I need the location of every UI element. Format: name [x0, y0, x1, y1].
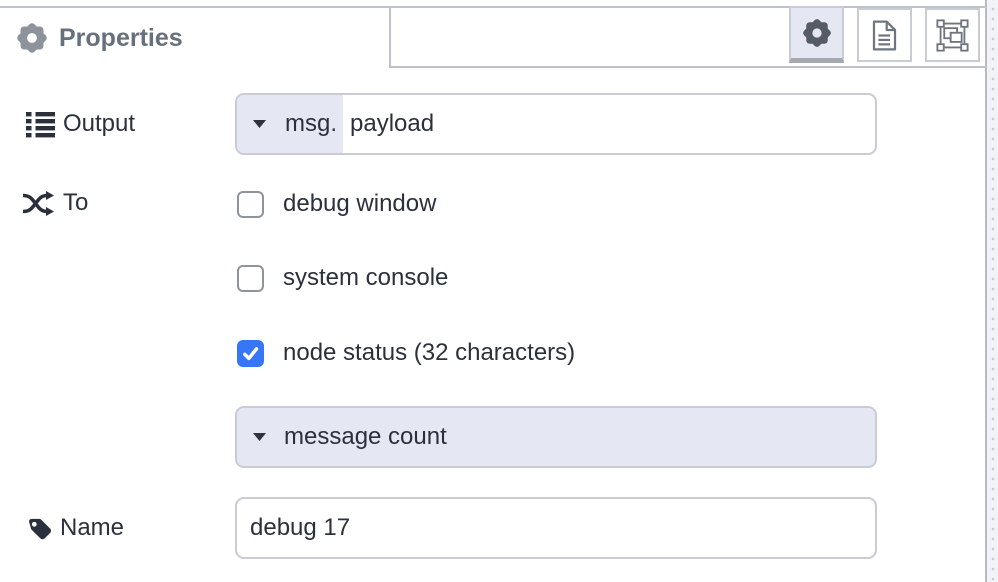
- properties-toolbar-button[interactable]: [789, 6, 844, 63]
- node-status-checkbox-label[interactable]: node status (32 characters): [283, 339, 576, 366]
- debug-window-checkbox-label[interactable]: debug window: [283, 190, 437, 217]
- tab-properties[interactable]: Properties: [0, 6, 391, 68]
- status-source-dropdown[interactable]: message count: [235, 406, 877, 468]
- system-console-checkbox[interactable]: [237, 264, 264, 292]
- to-label: To: [63, 189, 89, 216]
- appearance-toolbar-button[interactable]: [925, 8, 980, 62]
- gear-icon: [802, 19, 831, 47]
- typed-input-type-button[interactable]: msg.: [237, 95, 343, 153]
- workspace-grid-strip: [987, 0, 998, 582]
- document-icon: [872, 20, 897, 50]
- check-icon: [243, 346, 259, 360]
- system-console-checkbox-label[interactable]: system console: [283, 264, 449, 291]
- tag-icon: [29, 518, 51, 539]
- node-status-checkbox-row[interactable]: node status (32 characters): [237, 339, 575, 367]
- name-field[interactable]: [235, 497, 877, 559]
- tabbar-bottom-border: [391, 66, 987, 68]
- appearance-icon: [936, 18, 969, 52]
- output-property-field[interactable]: [343, 95, 875, 153]
- debug-window-checkbox-row[interactable]: debug window: [237, 190, 436, 218]
- description-toolbar-button[interactable]: [857, 8, 912, 62]
- tabbar-top-border: [0, 6, 987, 8]
- shuffle-icon: [22, 190, 54, 216]
- chevron-down-icon: [253, 433, 266, 441]
- to-row-label: To: [22, 186, 88, 220]
- name-row-label: Name: [25, 511, 124, 545]
- gear-icon: [17, 23, 47, 53]
- typed-input-prefix: msg.: [285, 110, 338, 137]
- node-status-checkbox[interactable]: [237, 339, 264, 367]
- output-label: Output: [63, 110, 136, 137]
- status-source-value: message count: [284, 423, 447, 450]
- debug-window-checkbox[interactable]: [237, 190, 264, 218]
- output-typed-input: msg.: [235, 93, 877, 155]
- chevron-down-icon: [253, 120, 266, 128]
- tab-properties-label: Properties: [59, 23, 183, 52]
- system-console-checkbox-row[interactable]: system console: [237, 264, 448, 292]
- name-label: Name: [60, 514, 125, 541]
- panel-border: [985, 0, 987, 582]
- list-icon: [26, 111, 55, 137]
- output-row-label: Output: [26, 107, 135, 141]
